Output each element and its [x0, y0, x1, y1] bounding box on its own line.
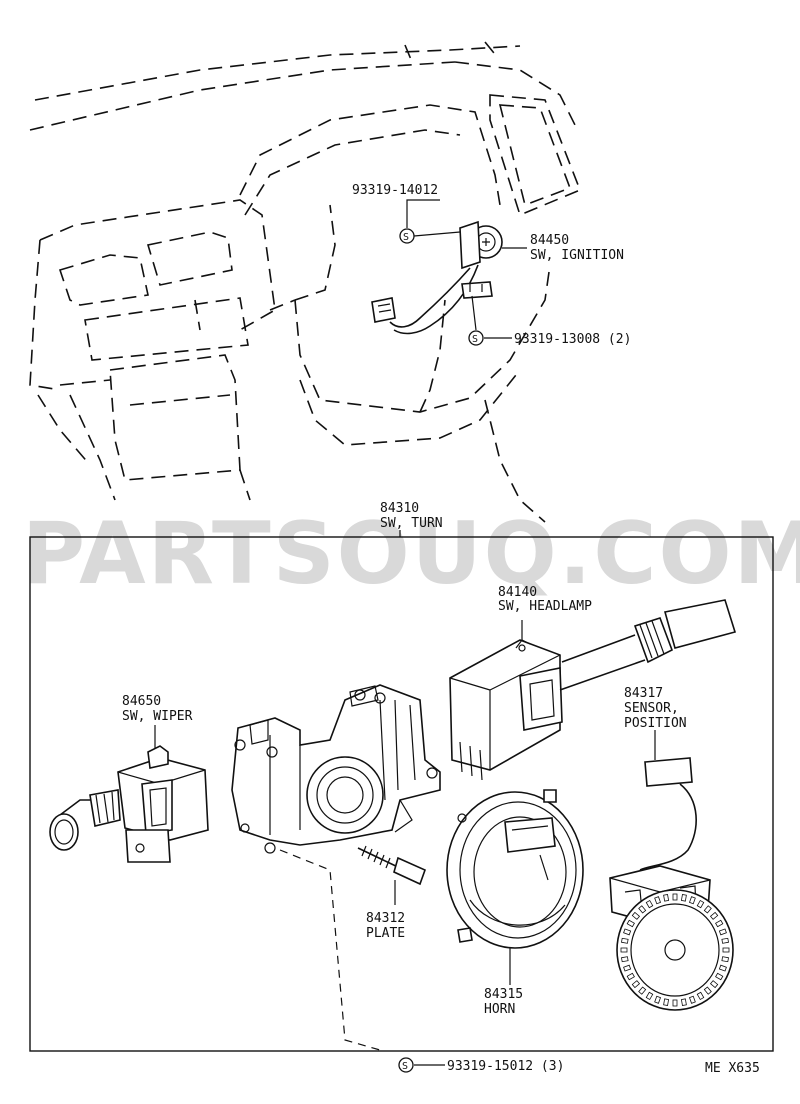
- encoder-slot: [626, 972, 635, 981]
- encoder-slot: [631, 980, 641, 989]
- encoder-slot: [703, 986, 712, 995]
- horn-name: HORN: [484, 1002, 515, 1017]
- encoder-slot: [621, 956, 629, 963]
- turn-switch-assembly-box: [29, 536, 774, 1052]
- wiper-number: 84650: [122, 694, 161, 709]
- wiper-switch-drawing: [49, 725, 209, 863]
- encoder-slot: [626, 919, 635, 928]
- dashboard-outline: [29, 41, 582, 523]
- encoder-slot: [696, 899, 705, 909]
- headlamp-name: SW, HEADLAMP: [498, 599, 592, 614]
- bolt-top-number: 93319-14012: [352, 183, 438, 198]
- encoder-slot: [623, 928, 632, 936]
- encoder-slot: [654, 896, 662, 905]
- horn-number: 84315: [484, 987, 523, 1002]
- wiper-name: SW, WIPER: [122, 709, 193, 724]
- encoder-slot: [672, 999, 678, 1007]
- headlamp-switch-drawing: [449, 599, 737, 781]
- plate-drawing: [357, 845, 427, 905]
- turn-number: 84310: [380, 501, 419, 516]
- diagram-code: ME X635: [705, 1061, 760, 1076]
- encoder-slot: [722, 947, 730, 953]
- encoder-slot: [721, 937, 729, 944]
- watermark: PARTSOUQ.COM: [22, 504, 800, 604]
- screw-letter-2: S: [472, 334, 478, 345]
- bolt-bottom-number: 93319-15012 (3): [447, 1059, 564, 1074]
- headlamp-number: 84140: [498, 585, 537, 600]
- encoder-slot: [672, 893, 678, 901]
- encoder-slot: [688, 896, 696, 905]
- encoder-slot: [663, 894, 670, 902]
- encoder-slot: [703, 905, 712, 914]
- sensor-name-line1: SENSOR,: [624, 701, 679, 716]
- turn-switch-body-drawing: [231, 684, 441, 854]
- sensor-number: 84317: [624, 686, 663, 701]
- sensor-name-line2: POSITION: [624, 716, 687, 731]
- encoder-slot: [718, 964, 727, 972]
- encoder-slot: [638, 986, 647, 995]
- encoder-slot: [688, 995, 696, 1004]
- bolt-mid-number: 93319-13008 (2): [514, 332, 631, 347]
- encoder-slot: [696, 991, 705, 1001]
- encoder-slot: [638, 905, 647, 914]
- encoder-slot: [654, 995, 662, 1004]
- ignition-switch-drawing: [371, 220, 503, 335]
- screw-symbol-3: [398, 1057, 414, 1073]
- encoder-slot: [680, 998, 687, 1006]
- horn-spiral-drawing: [446, 789, 584, 985]
- encoder-slot: [623, 964, 632, 972]
- encoder-slot: [620, 947, 628, 953]
- upper-callouts: S 93319-14012 84450 SW, IGNITION S 93319…: [352, 183, 631, 347]
- ignition-name: SW, IGNITION: [530, 248, 624, 263]
- encoder-slot: [663, 998, 670, 1006]
- encoder-slot: [709, 980, 719, 989]
- screw-symbol-2: [468, 330, 484, 346]
- encoder-slot: [680, 894, 687, 902]
- encoder-slot: [715, 972, 724, 981]
- screw-letter-1: S: [403, 232, 409, 243]
- plate-name: PLATE: [366, 926, 405, 941]
- encoder-slot: [718, 928, 727, 936]
- encoder-slot: [715, 919, 724, 928]
- encoder-slot: [621, 937, 629, 944]
- sensor-position-drawing: [609, 730, 734, 1011]
- screw-letter-3: S: [402, 1061, 408, 1072]
- plate-number: 84312: [366, 911, 405, 926]
- encoder-slot: [709, 911, 719, 920]
- encoder-slot: [631, 911, 641, 920]
- ignition-number: 84450: [530, 233, 569, 248]
- turn-name: SW, TURN: [380, 516, 443, 531]
- encoder-slot: [645, 899, 654, 909]
- encoder-slot: [645, 991, 654, 1001]
- encoder-slot: [721, 956, 729, 963]
